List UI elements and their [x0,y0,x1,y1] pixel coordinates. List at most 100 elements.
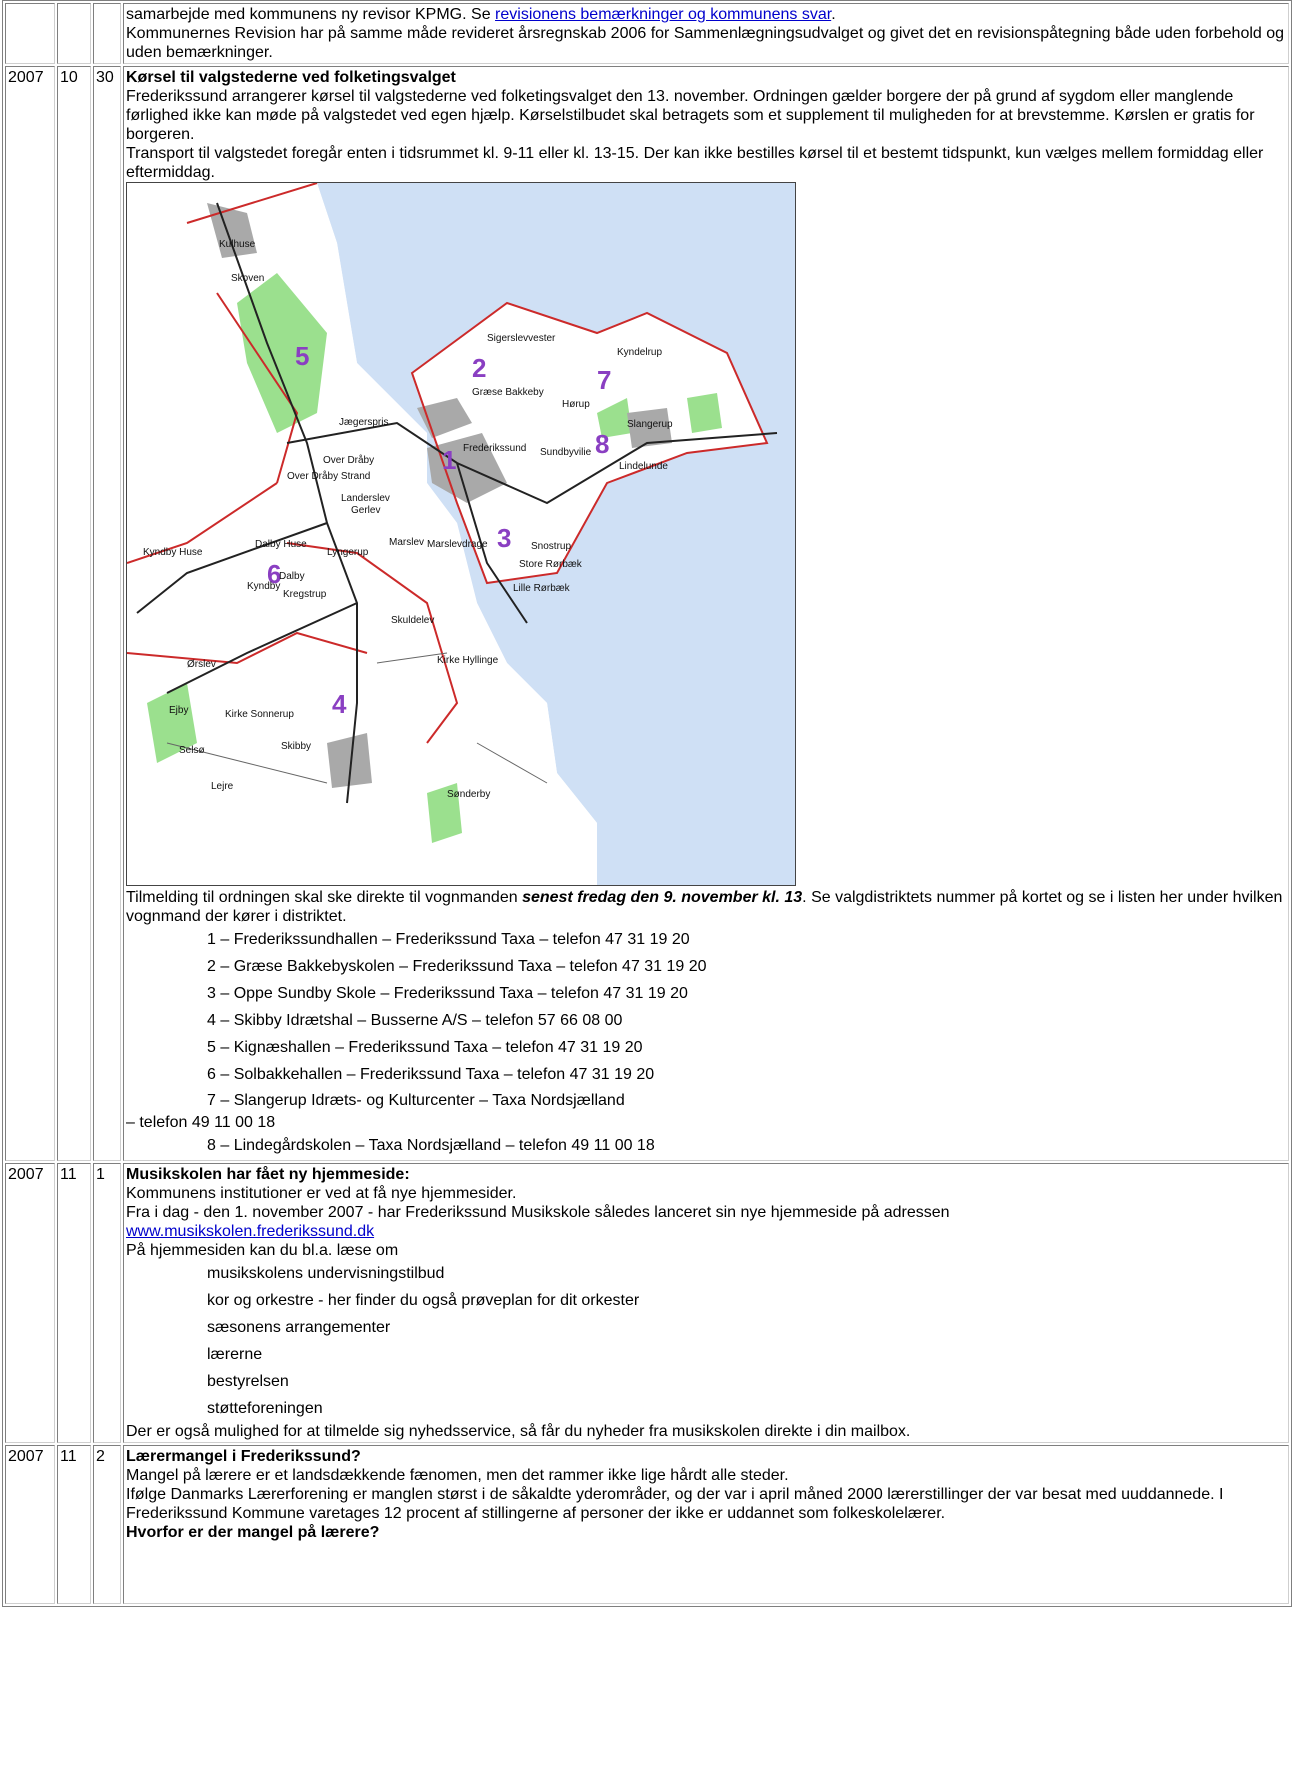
place-label: Jægerspris [339,417,388,428]
place-label: Sundbyvilie [540,447,592,458]
district-label: 1 [442,445,456,475]
place-label: Skuldelev [391,615,434,626]
district-label: 2 [472,353,486,383]
year-cell: 2007 [5,1163,55,1443]
news-body: samarbejde med kommunens ny revisor KPMG… [123,3,1289,64]
day-cell: 1 [93,1163,121,1443]
place-label: Over Dråby [323,454,374,466]
paragraph: Kommunens institutioner er ved at få nye… [126,1185,517,1202]
table-row: 2007 10 30 Kørsel til valgstederne ved f… [5,66,1289,1161]
valgdistrikt-map: 1 2 3 4 5 6 7 8 Kulhuse Skoven Sigerslev… [126,182,796,886]
table-row: 2007 11 1 Musikskolen har fået ny hjemme… [5,1163,1289,1443]
table-row: 2007 11 2 Lærermangel i Frederikssund? M… [5,1445,1289,1604]
place-label: Snostrup [531,541,571,552]
place-label: Marslev [389,537,424,548]
place-label: Lindelunde [619,461,668,472]
place-label: Dalby Huse [255,539,307,550]
place-label: Lille Rørbæk [513,583,571,594]
district-label: 3 [497,523,511,553]
musikskole-link[interactable]: www.musikskolen.frederikssund.dk [126,1223,375,1240]
district-label: 6 [267,559,281,589]
list-item: bestyrelsen [207,1373,289,1390]
place-label: Ørslev [187,659,216,670]
list-item: kor og orkestre - her finder du også prø… [207,1292,640,1309]
place-label: Kyndby Huse [143,547,203,558]
list-item: 5 – Kignæshallen – Frederikssund Taxa – … [207,1039,643,1056]
district-label: 5 [295,341,309,371]
month-cell [57,3,91,64]
text: . [831,6,836,23]
text: Tilmelding til ordningen skal ske direkt… [126,889,523,906]
news-body: Musikskolen har fået ny hjemmeside: Komm… [123,1163,1289,1443]
place-label: Kregstrup [283,589,327,600]
place-label: Kyndelrup [617,347,662,358]
district-label: 7 [597,365,611,395]
subheading: Hvorfor er der mangel på lærere? [126,1524,380,1541]
list-item: 3 – Oppe Sundby Skole – Frederikssund Ta… [207,985,688,1002]
list-item: musikskolens undervisningstilbud [207,1265,445,1282]
paragraph: Mangel på lærere er et landsdækkende fæn… [126,1467,789,1484]
place-label: Kirke Hyllinge [437,655,499,666]
deadline: senest fredag den 9. november kl. 13 [522,889,803,906]
place-label: Landerslev [341,493,390,504]
place-label: Selsø [179,745,205,756]
place-label: Over Dråby Strand [287,470,370,482]
year-cell [5,3,55,64]
place-label: Græse Bakkeby [472,387,544,398]
place-label: Marslevdrage [427,539,488,550]
paragraph: Fra i dag - den 1. november 2007 - har F… [126,1204,950,1221]
news-title: Musikskolen har fået ny hjemmeside: [126,1166,410,1183]
place-label: Kulhuse [219,239,256,250]
place-label: Dalby [279,571,305,582]
news-title: Kørsel til valgstederne ved folketingsva… [126,69,456,86]
list-item: lærerne [207,1346,263,1363]
place-label: Lejre [211,781,234,792]
list-item: støtteforeningen [207,1400,323,1417]
list-item: 7 – Slangerup Idræts- og Kulturcenter – … [207,1092,625,1109]
district-label: 8 [595,429,609,459]
place-label: Kirke Sonnerup [225,709,294,720]
revision-link[interactable]: revisionens bemærkninger og kommunens sv… [495,6,832,23]
list-item: 6 – Solbakkehallen – Frederikssund Taxa … [207,1066,655,1083]
month-cell: 10 [57,66,91,1161]
news-body: Lærermangel i Frederikssund? Mangel på l… [123,1445,1289,1604]
place-label: Hørup [562,399,590,410]
month-cell: 11 [57,1163,91,1443]
text: samarbejde med kommunens ny revisor KPMG… [126,6,496,23]
list-item: 1 – Frederikssundhallen – Frederikssund … [207,931,690,948]
news-table: samarbejde med kommunens ny revisor KPMG… [2,0,1292,1607]
news-title: Lærermangel i Frederikssund? [126,1448,361,1465]
list-item: sæsonens arrangementer [207,1319,391,1336]
year-cell: 2007 [5,66,55,1161]
list-item: 2 – Græse Bakkebyskolen – Frederikssund … [207,958,707,975]
place-label: Store Rørbæk [519,559,583,570]
paragraph: På hjemmesiden kan du bl.a. læse om [126,1242,399,1259]
place-label: Lyngerup [327,547,369,558]
day-cell [93,3,121,64]
place-label: Ejby [169,705,188,716]
place-label: Skibby [281,741,311,752]
day-cell: 2 [93,1445,121,1604]
place-label: Skoven [231,273,264,284]
place-label: Sønderby [447,789,490,800]
day-cell: 30 [93,66,121,1161]
paragraph: Frederikssund arrangerer kørsel til valg… [126,88,1255,143]
table-row: samarbejde med kommunens ny revisor KPMG… [5,3,1289,64]
text: . Se valgdistriktets nummer på kortet og… [126,889,1283,925]
paragraph: samarbejde med kommunens ny revisor KPMG… [126,5,1286,24]
year-cell: 2007 [5,1445,55,1604]
place-label: Slangerup [627,419,673,430]
paragraph: Der er også mulighed for at tilmelde sig… [126,1423,911,1440]
place-label: Frederikssund [463,443,526,454]
list-item-wrap: – telefon 49 11 00 18 [126,1114,276,1131]
month-cell: 11 [57,1445,91,1604]
news-body: Kørsel til valgstederne ved folketingsva… [123,66,1289,1161]
district-label: 4 [332,689,347,719]
place-label: Kyndby [247,581,280,592]
place-label: Sigerslevvester [487,333,556,344]
list-item: 4 – Skibby Idrætshal – Busserne A/S – te… [207,1012,623,1029]
paragraph: Ifølge Danmarks Lærerforening er manglen… [126,1486,1224,1522]
list-item: 8 – Lindegårdskolen – Taxa Nordsjælland … [207,1137,655,1154]
signup-text: Tilmelding til ordningen skal ske direkt… [126,888,1286,926]
paragraph: Transport til valgstedet foregår enten i… [126,145,1264,181]
